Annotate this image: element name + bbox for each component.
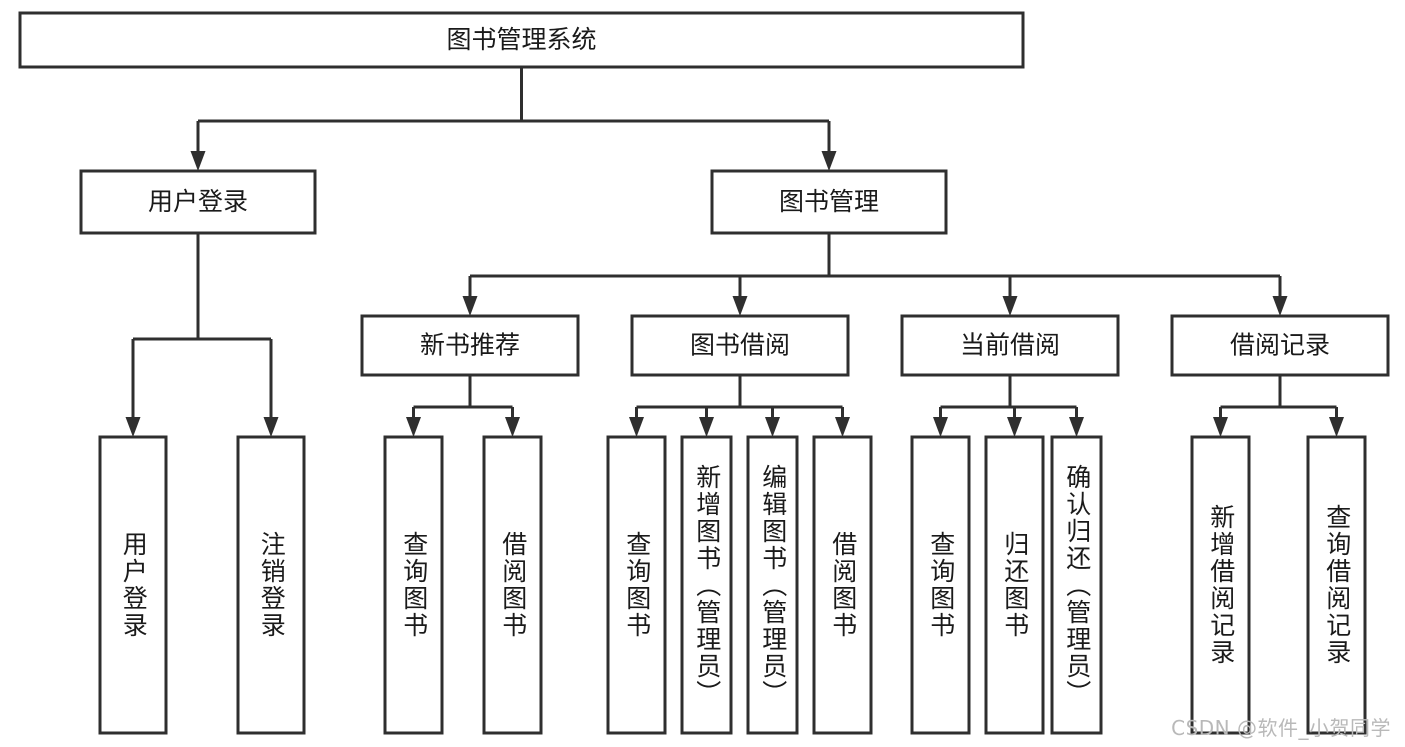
arrow-head-leaf-query-book-1 [406, 417, 421, 437]
box-layer [18, 11, 1390, 735]
node-label-book-management: 图书管理 [779, 187, 879, 216]
arrow-head-user-login [190, 151, 206, 171]
arrow-head-leaf-return-book [1007, 417, 1022, 437]
arrow-head-leaf-borrow-book-1 [505, 417, 520, 437]
node-label-borrow-records: 借阅记录 [1230, 331, 1330, 360]
arrow-head-leaf-confirm-return [1069, 417, 1084, 437]
node-label-current-borrow: 当前借阅 [960, 331, 1060, 360]
arrow-head-leaf-add-book [699, 417, 714, 437]
arrow-head-leaf-query-book-2 [629, 417, 644, 437]
node-box-new-book-recommend [360, 314, 580, 377]
node-box-leaf-add-book [680, 435, 733, 735]
node-box-leaf-user-login [98, 435, 168, 735]
arrow-head-leaf-add-borrow-record [1213, 417, 1228, 437]
node-box-leaf-confirm-return [1050, 435, 1103, 735]
connector-layer [125, 67, 1344, 437]
watermark-text: CSDN @软件_小贺同学 [1171, 716, 1391, 740]
node-box-leaf-query-book-2 [606, 435, 667, 735]
arrow-head-borrow-records [1272, 296, 1288, 316]
node-box-root [18, 11, 1025, 69]
arrow-head-book-borrow [732, 296, 748, 316]
node-label-book-borrow: 图书借阅 [690, 331, 790, 360]
arrow-head-leaf-query-book-3 [933, 417, 948, 437]
arrow-head-leaf-query-borrow-record [1329, 417, 1344, 437]
node-box-leaf-logout [236, 435, 306, 735]
arrow-head-book-management [821, 151, 837, 171]
node-box-leaf-borrow-book-2 [812, 435, 873, 735]
node-box-borrow-records [1170, 314, 1390, 377]
arrow-head-current-borrow [1002, 296, 1018, 316]
node-box-current-borrow [900, 314, 1120, 377]
arrow-head-leaf-logout [263, 417, 279, 437]
node-box-leaf-add-borrow-record [1190, 435, 1251, 735]
node-box-leaf-return-book [984, 435, 1045, 735]
arrow-head-leaf-user-login [125, 417, 141, 437]
node-box-leaf-query-borrow-record [1306, 435, 1367, 735]
node-box-user-login [79, 169, 317, 235]
arrow-head-leaf-borrow-book-2 [835, 417, 850, 437]
node-box-leaf-query-book-1 [383, 435, 444, 735]
arrow-head-leaf-edit-book [765, 417, 780, 437]
node-label-new-book-recommend: 新书推荐 [420, 331, 520, 360]
node-label-root: 图书管理系统 [446, 25, 596, 54]
node-box-leaf-query-book-3 [910, 435, 971, 735]
node-box-book-management [710, 169, 948, 235]
node-box-leaf-edit-book [746, 435, 799, 735]
arrow-head-new-book-recommend [462, 296, 478, 316]
node-box-leaf-borrow-book-1 [482, 435, 543, 735]
node-box-book-borrow [630, 314, 850, 377]
node-label-user-login: 用户登录 [148, 187, 248, 216]
